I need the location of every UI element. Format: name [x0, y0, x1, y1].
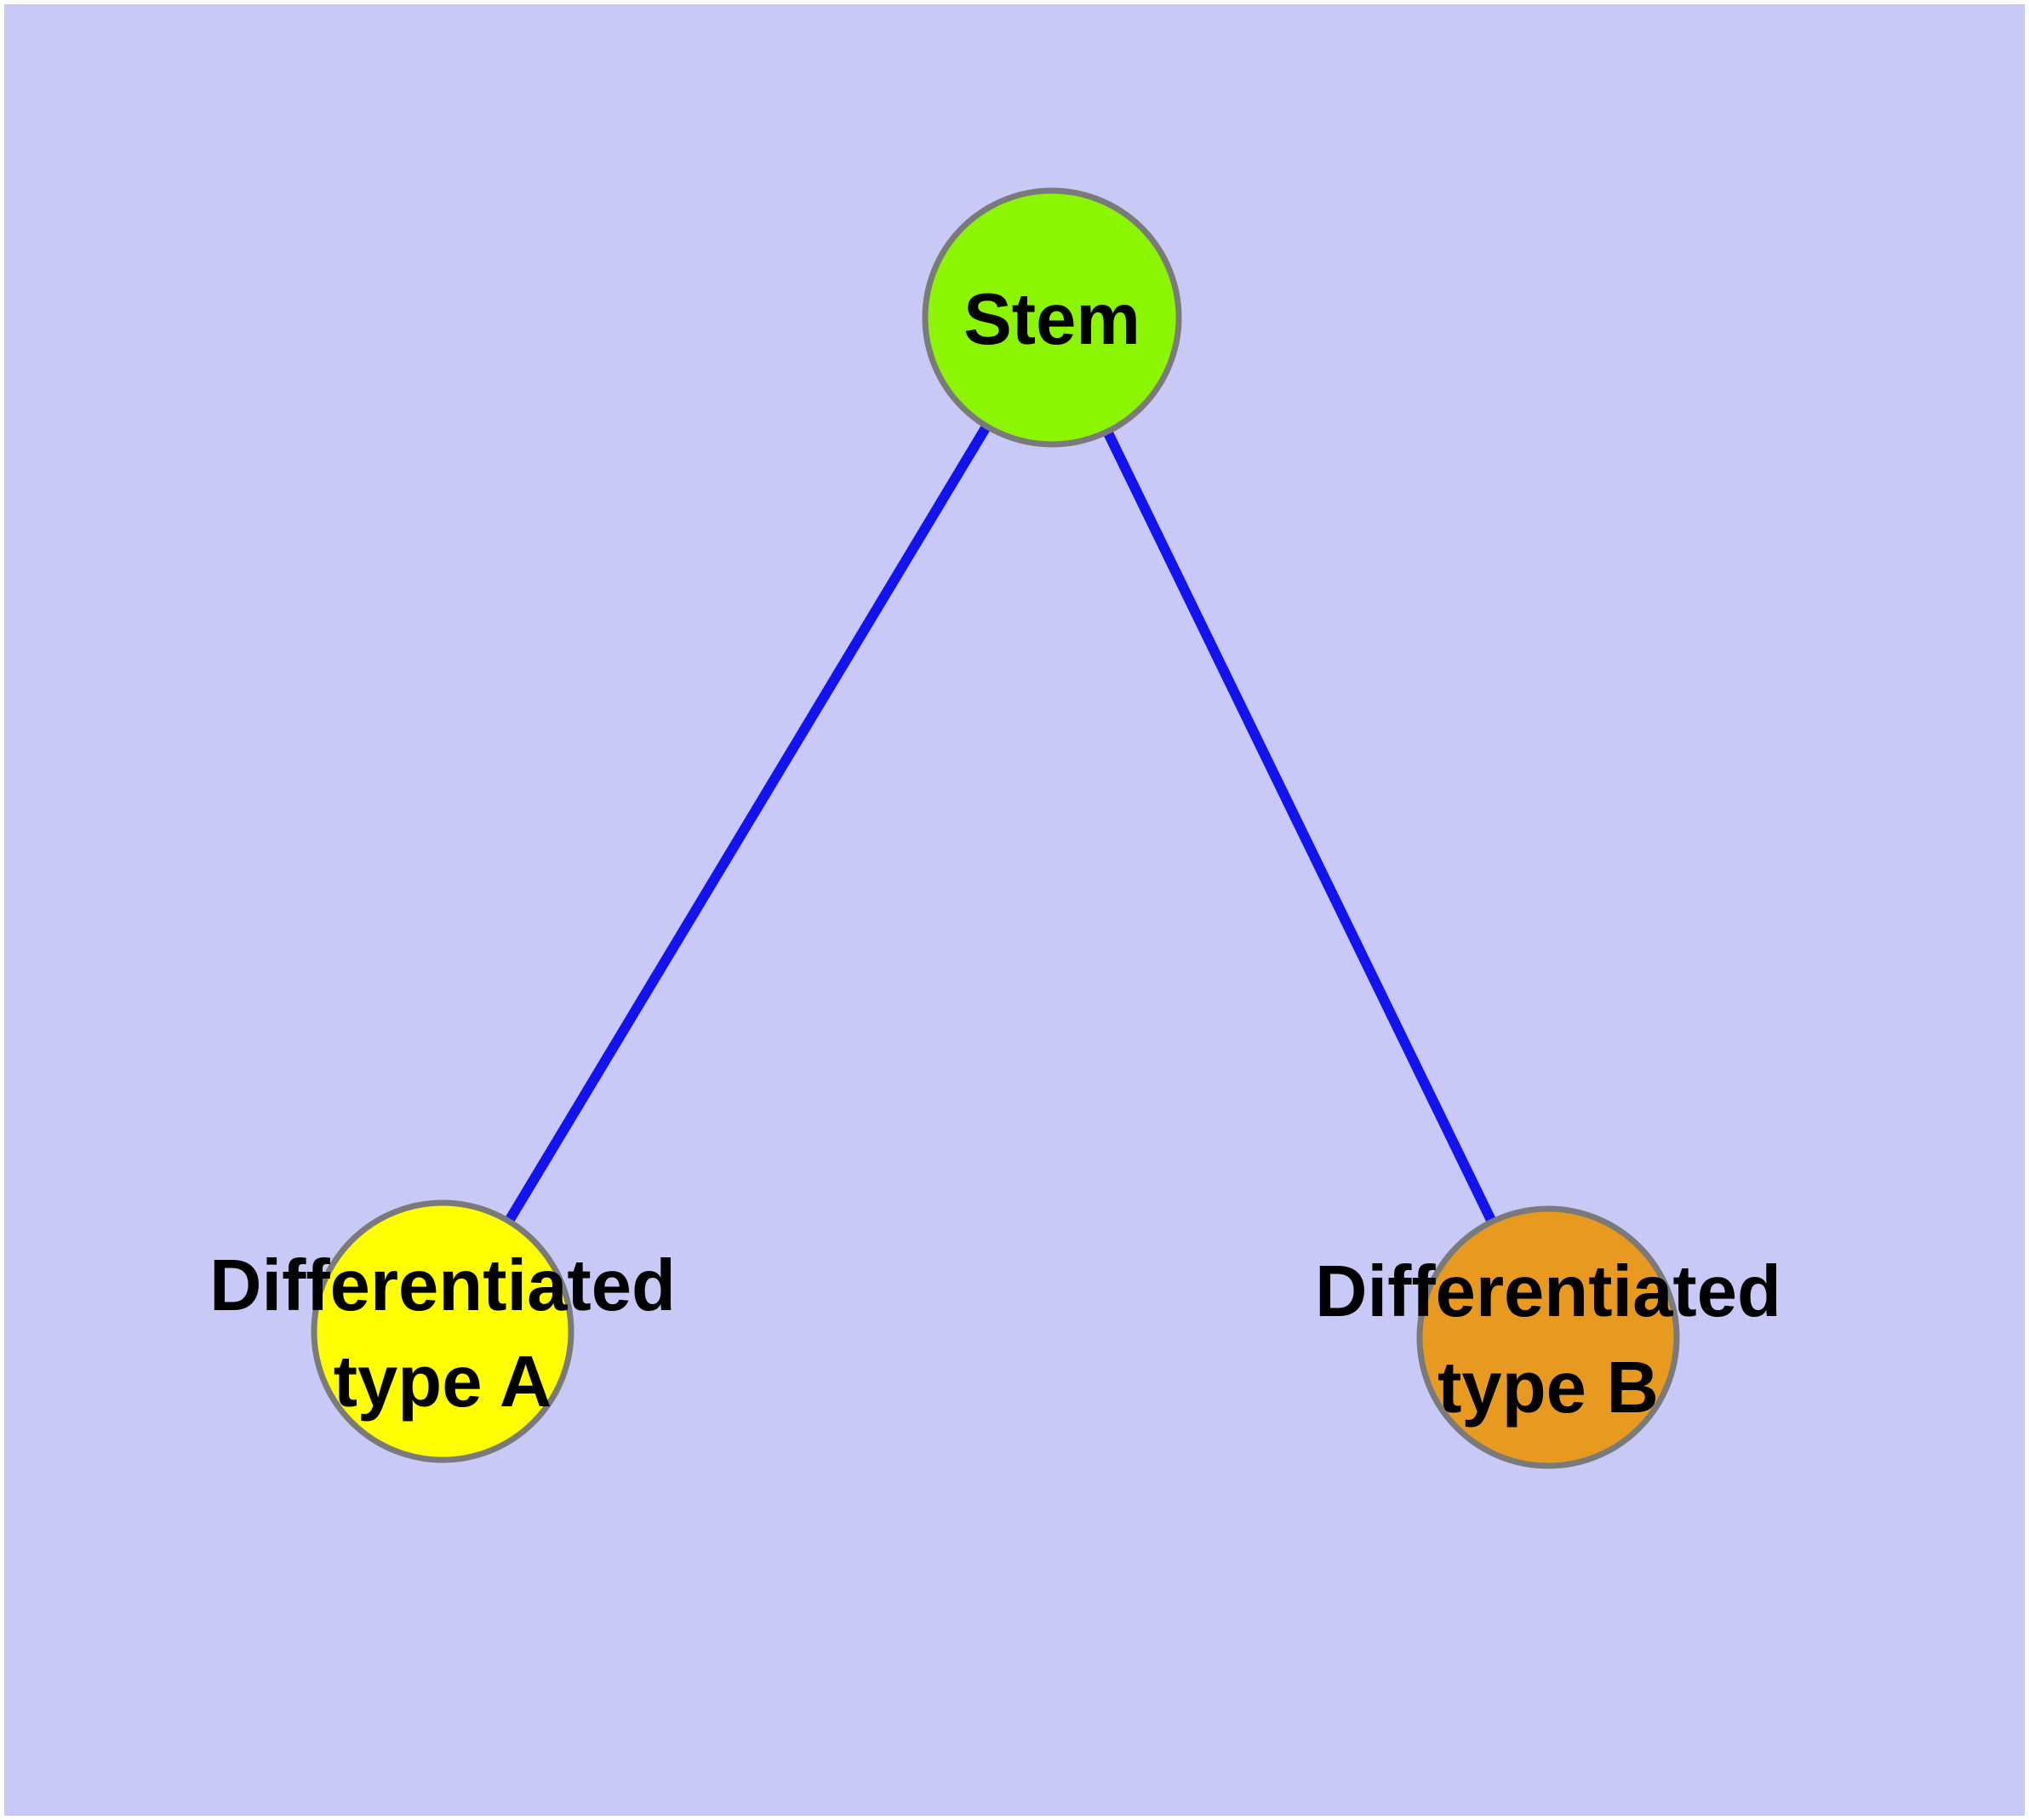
node-stem-label: Stem: [963, 279, 1140, 360]
node-type-b-label-line1: Differentiated: [1315, 1251, 1781, 1332]
node-type-b-label-line2: type B: [1437, 1348, 1659, 1428]
node-stem-circle: [922, 187, 1182, 448]
edge-stem-to-type-b: [1047, 315, 1553, 1340]
node-type-a-label-line1: Differentiated: [209, 1245, 676, 1326]
node-type-a-label-line2: type A: [334, 1342, 552, 1422]
edge-stem-to-type-a: [437, 314, 1057, 1335]
node-type-a-circle: [311, 1199, 574, 1463]
node-type-b-circle: [1416, 1205, 1680, 1469]
